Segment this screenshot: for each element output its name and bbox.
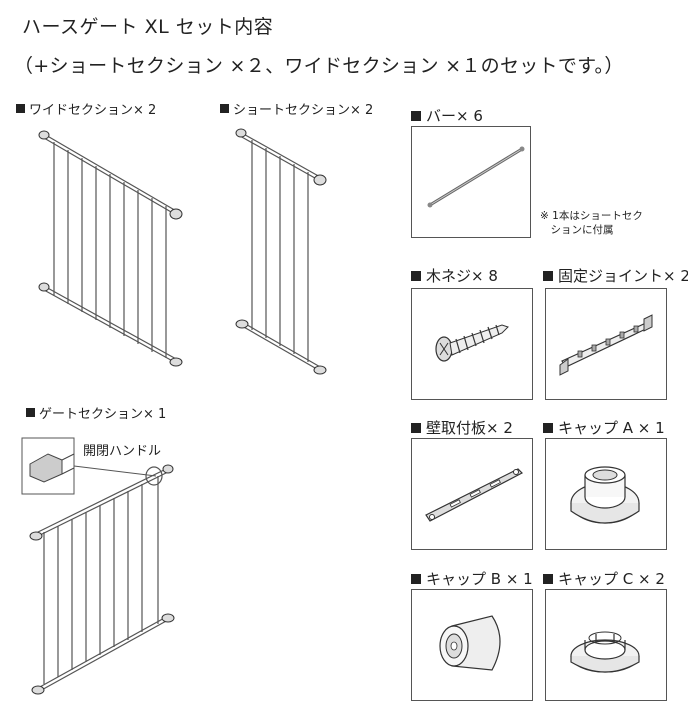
bar-image-box	[411, 126, 531, 238]
page-subtitle: （+ショートセクション ×２、ワイドセクション ×１のセットです。）	[14, 55, 624, 77]
bar-illustration	[427, 146, 525, 208]
wood-screw-image-box	[411, 288, 533, 400]
wood-screw-icon	[435, 324, 509, 362]
label-cap-b: キャップ B × 1	[411, 568, 533, 589]
wall-plate-icon	[425, 468, 524, 522]
bullet-square-icon	[220, 104, 229, 113]
bullet-square-icon	[543, 422, 553, 433]
bullet-square-icon	[411, 573, 421, 584]
cap-c-icon	[570, 631, 640, 673]
bullet-square-icon	[411, 110, 421, 121]
bar-note: ※ 1本はショートセク ションに付属	[540, 210, 643, 236]
label-short-section: ショートセクション× 2	[220, 99, 373, 118]
label-wide-section: ワイドセクション× 2	[16, 99, 156, 118]
bullet-square-icon	[16, 104, 25, 113]
bullet-square-icon	[543, 573, 553, 584]
label-gate-section: ゲートセクション× 1	[26, 403, 166, 422]
bullet-square-icon	[411, 270, 421, 281]
cap-b-icon	[439, 615, 501, 671]
cap-a-icon	[570, 466, 640, 524]
bullet-square-icon	[411, 422, 421, 433]
label-wood-screw: 木ネジ× 8	[411, 265, 498, 286]
bullet-square-icon	[26, 408, 35, 417]
label-cap-a: キャップ A × 1	[543, 417, 665, 438]
bullet-square-icon	[543, 270, 553, 281]
wide-section-illustration	[38, 130, 183, 367]
label-cap-c: キャップ C × 2	[543, 568, 665, 589]
label-fixed-joint: 固定ジョイント× 2	[543, 265, 688, 286]
gate-section-illustration	[21, 437, 175, 695]
label-open-handle: 開閉ハンドル	[83, 444, 162, 459]
callout-leader-line	[73, 465, 157, 477]
label-wall-plate: 壁取付板× 2	[411, 417, 513, 438]
page-title: ハースゲート XL セット内容	[22, 16, 274, 38]
short-section-illustration	[235, 128, 327, 375]
label-bar: バー× 6	[411, 105, 483, 126]
fixed-joint-icon	[559, 314, 653, 376]
